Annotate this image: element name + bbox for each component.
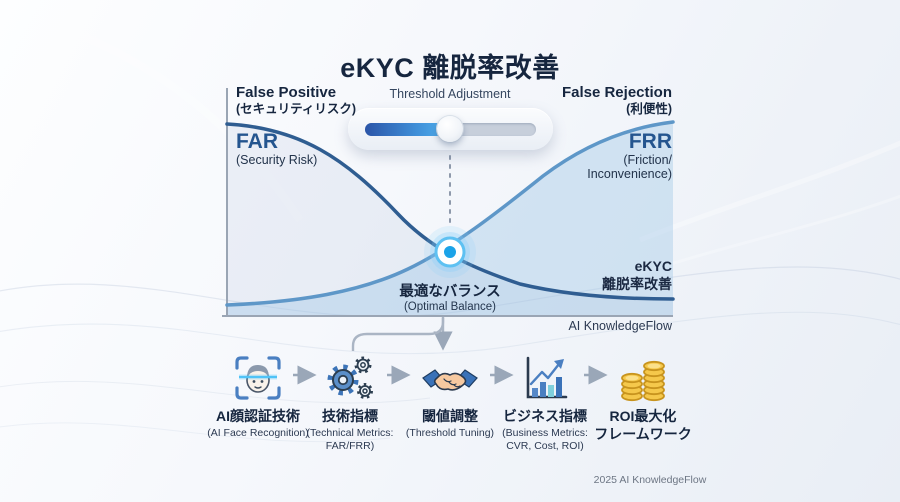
face-recognition-icon	[230, 352, 286, 404]
optimal-balance-label: 最適なバランス	[399, 284, 501, 300]
optimal-marker-icon	[424, 226, 476, 278]
flow-step-roi-framework: ROI最大化 フレームワーク	[581, 352, 705, 443]
flow-step-threshold-tuning: 閾値調整 (Threshold Tuning)	[388, 352, 512, 440]
flow-step-label: ビジネス指標	[503, 408, 587, 424]
flow-step-sublabel: (Threshold Tuning)	[405, 426, 495, 439]
slider-fill	[365, 123, 451, 136]
handshake-icon	[422, 352, 478, 404]
frr-metric: FRR	[628, 130, 672, 153]
optimal-balance-sublabel: (Optimal Balance)	[403, 301, 497, 313]
frr-label-group: FRR (Friction/ Inconvenience)	[472, 130, 672, 182]
outcome-label: eKYC 離脱率改善	[512, 257, 672, 293]
page-title: eKYC 離脱率改善	[340, 53, 560, 83]
flow-step-label: ROI最大化 フレームワーク	[594, 408, 692, 442]
flow-step-sublabel: (AI Face Recognition)	[207, 426, 309, 439]
flow-step-label: 技術指標	[322, 408, 378, 424]
gears-icon	[322, 352, 378, 404]
false-rejection-subtitle: (利便性)	[626, 102, 672, 117]
optimal-balance-label-group: 最適なバランス (Optimal Balance)	[350, 280, 550, 313]
false-positive-label-group: False Positive (セキュリティリスク)	[236, 84, 416, 118]
frr-metric-note-2: Inconvenience)	[587, 167, 672, 182]
far-metric: FAR	[236, 130, 278, 153]
slider-knob[interactable]	[437, 116, 463, 142]
flow-step-business-metrics: ビジネス指標 (Business Metrics: CVR, Cost, ROI…	[483, 352, 607, 454]
false-rejection-title: False Rejection	[561, 84, 672, 101]
bar-chart-icon	[517, 352, 573, 404]
flow-step-face-recognition: AI顔認証技術 (AI Face Recognition)	[196, 352, 320, 440]
far-area	[227, 124, 673, 316]
coins-icon	[615, 352, 671, 404]
flow-step-sublabel: (Business Metrics: CVR, Cost, ROI)	[502, 426, 588, 453]
threshold-slider-label: Threshold Adjustment	[389, 87, 511, 101]
flow-step-label: AI顔認証技術	[216, 408, 300, 424]
far-metric-note: (Security Risk)	[236, 153, 318, 168]
flow-step-label: 閾値調整	[422, 408, 478, 424]
outcome-line2: 離脱率改善	[602, 276, 672, 293]
false-rejection-label-group: False Rejection (利便性)	[472, 84, 672, 118]
frr-metric-note-1: (Friction/	[623, 153, 672, 168]
flow-step-sublabel: (Technical Metrics: FAR/FRR)	[306, 426, 394, 453]
threshold-slider[interactable]	[348, 108, 553, 150]
chart-to-flow-connectors	[351, 317, 453, 351]
footer-credit: 2025 AI KnowledgeFlow	[593, 474, 707, 486]
flow-step-technical-metrics: 技術指標 (Technical Metrics: FAR/FRR)	[288, 352, 412, 454]
false-positive-subtitle: (セキュリティリスク)	[236, 102, 357, 117]
brand-watermark: AI KnowledgeFlow	[568, 319, 672, 333]
false-positive-title: False Positive	[236, 84, 337, 101]
far-label-group: FAR (Security Risk)	[236, 130, 416, 168]
outcome-line1: eKYC	[634, 258, 672, 274]
chart-axes	[222, 88, 673, 317]
frr-curve	[225, 120, 675, 307]
frr-area	[227, 122, 673, 316]
